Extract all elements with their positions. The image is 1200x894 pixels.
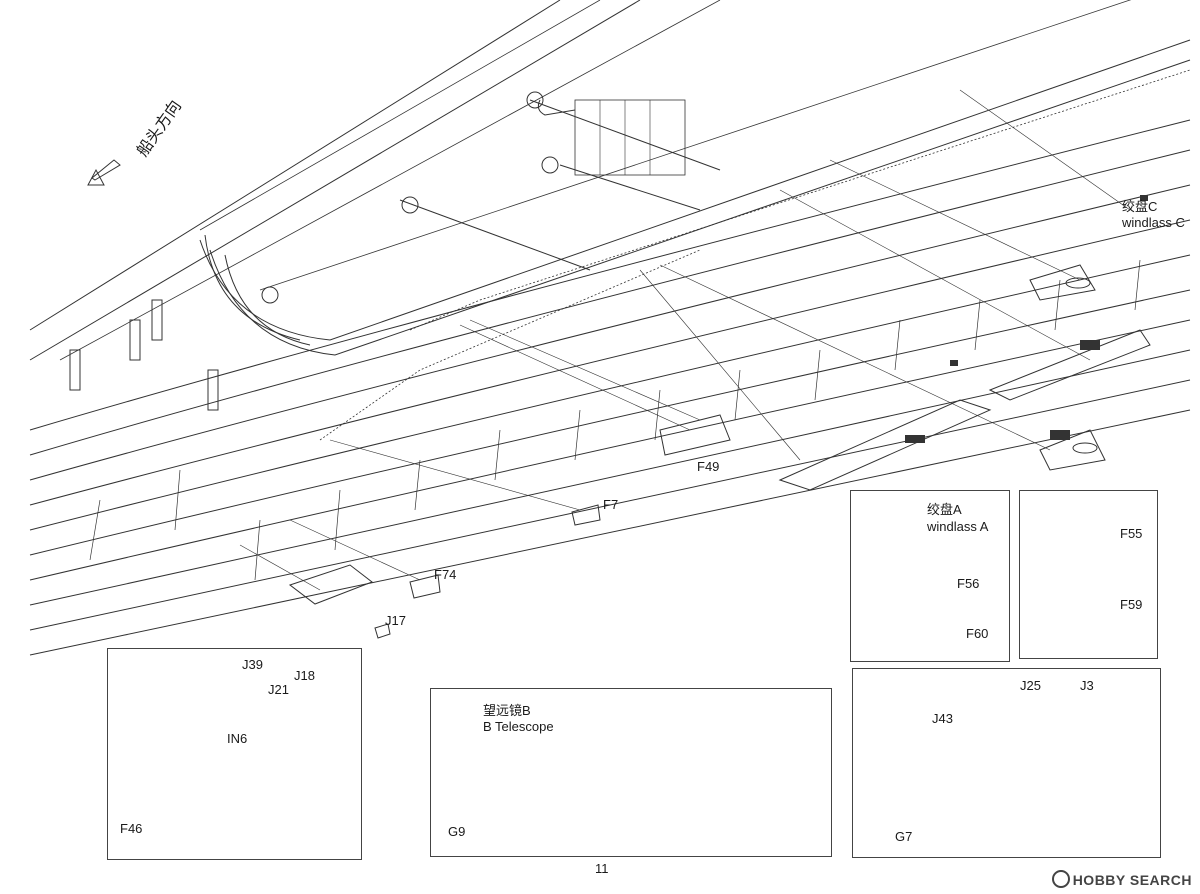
part-label-j43: J43 (932, 711, 953, 726)
part-label-f46: F46 (120, 821, 143, 836)
part-label-f56: F56 (957, 576, 980, 591)
telescope-cn-label: 望远镜B (483, 703, 531, 718)
watermark: HOBBY SEARCH (1051, 870, 1192, 888)
part-label-j17: J17 (385, 613, 406, 628)
panel-f55-f59 (1019, 490, 1158, 659)
part-label-j25: J25 (1020, 678, 1041, 693)
part-label-f74: F74 (434, 567, 457, 582)
hobby-search-logo-icon (1051, 870, 1070, 888)
windlass-a-cn-label: 绞盘A (927, 502, 962, 517)
part-label-f60: F60 (966, 626, 989, 641)
page-number: 11 (595, 861, 609, 876)
windlass-c-en-label: windlass C (1122, 215, 1185, 230)
part-label-j18: J18 (294, 668, 315, 683)
telescope-en-label: B Telescope (483, 719, 554, 734)
windlass-c-cn-label: 绞盘C (1122, 199, 1158, 214)
part-label-g7: G7 (895, 829, 913, 844)
part-label-f55: F55 (1120, 526, 1143, 541)
panel-telescope (430, 688, 832, 857)
part-label-g9: G9 (448, 824, 466, 839)
part-label-j3: J3 (1080, 678, 1094, 693)
panel-f46 (107, 648, 362, 860)
panel-g7 (852, 668, 1161, 858)
windlass-a-en-label: windlass A (927, 519, 989, 534)
part-label-j21: J21 (268, 682, 289, 697)
part-label-f49: F49 (697, 459, 720, 474)
part-label-f59: F59 (1120, 597, 1143, 612)
part-label-f7: F7 (603, 497, 619, 512)
part-label-in6: IN6 (227, 731, 248, 746)
part-label-j39: J39 (242, 657, 263, 672)
panel-windlass-a (850, 490, 1010, 662)
